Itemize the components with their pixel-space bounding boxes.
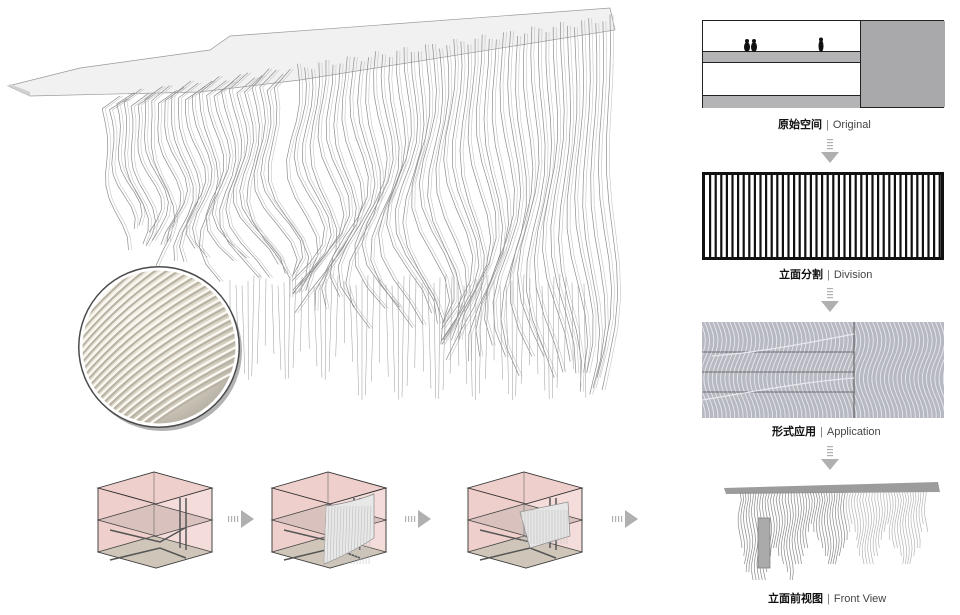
people-silhouettes (744, 37, 824, 52)
division-panel (702, 172, 944, 260)
facade-3d-render (6, 7, 622, 400)
axonometric-box-2 (270, 471, 388, 569)
axonometric-box-1 (96, 471, 214, 569)
floor-slab-lower (703, 95, 860, 108)
down-arrow-icon (821, 139, 839, 163)
lower-fin-array (229, 273, 587, 400)
floor-slab-upper (703, 51, 860, 63)
step-label-front-view: 立面前视图|Front View (768, 593, 887, 605)
step-label-application: 形式应用|Application (772, 426, 881, 438)
application-panel (702, 322, 944, 418)
right-arrow-icon (228, 510, 254, 528)
front-view-render (724, 482, 940, 581)
right-arrow-icon (612, 510, 638, 528)
down-arrow-icon (821, 446, 839, 470)
axonometric-box-3 (466, 471, 584, 569)
right-wall-block (860, 21, 945, 107)
step-label-division: 立面分割|Division (779, 269, 873, 281)
step-label-original: 原始空间|Original (778, 119, 871, 131)
down-arrow-icon (821, 288, 839, 312)
detail-photo-circle (78, 266, 242, 431)
fin-array (101, 14, 622, 395)
ceiling-slab (6, 7, 616, 97)
right-arrow-icon (405, 510, 431, 528)
original-space-panel (702, 20, 945, 108)
